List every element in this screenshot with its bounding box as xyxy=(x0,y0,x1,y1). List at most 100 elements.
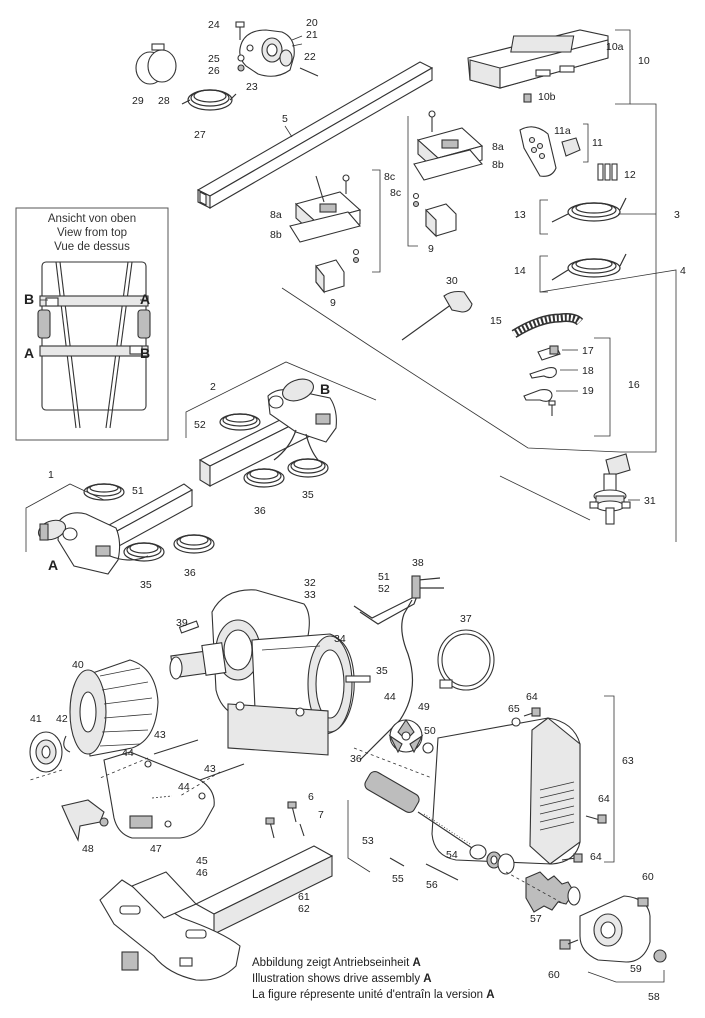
cable-coil-part-13 xyxy=(551,197,627,223)
label-25: 25 xyxy=(208,53,220,65)
label-10b: 10b xyxy=(538,91,556,103)
label-36-upper: 36 xyxy=(254,505,266,517)
part-number-labels: 24 20 21 25 26 22 23 29 28 27 5 10a 10 1… xyxy=(30,17,686,1003)
label-60-bottom: 60 xyxy=(548,969,560,981)
label-59: 59 xyxy=(630,963,642,975)
bellows-part-57 xyxy=(525,871,581,913)
label-23: 23 xyxy=(246,81,258,93)
label-17: 17 xyxy=(582,345,594,357)
label-57: 57 xyxy=(530,913,542,925)
label-30: 30 xyxy=(446,275,458,287)
label-20: 20 xyxy=(306,17,318,29)
label-3: 3 xyxy=(674,209,680,221)
mounting-bracket-left-parts-8-9 xyxy=(289,174,362,294)
label-39: 39 xyxy=(176,617,188,629)
wire-coil-part-27 xyxy=(181,89,237,111)
label-64-mid: 64 xyxy=(598,793,610,805)
bolts-part-6-7 xyxy=(265,801,305,839)
batteries-part-12 xyxy=(597,163,618,181)
label-58: 58 xyxy=(648,991,660,1003)
assembly-guide-lines xyxy=(29,747,565,905)
label-4: 4 xyxy=(680,265,686,277)
label-44-top: 44 xyxy=(384,691,396,703)
label-8c-left: 8c xyxy=(384,171,395,183)
roller-cap-part-41 xyxy=(29,731,63,773)
label-28: 28 xyxy=(158,95,170,107)
label-9-right: 9 xyxy=(428,243,434,255)
label-50: 50 xyxy=(424,725,436,737)
control-unit-part-10 xyxy=(467,29,609,103)
label-2: 2 xyxy=(210,381,216,393)
inset-letter-a-top-right: A xyxy=(140,291,150,307)
label-29: 29 xyxy=(132,95,144,107)
cable-coil-part-35-upper xyxy=(287,458,329,478)
label-44-bottom: 44 xyxy=(178,781,190,793)
inset-letter-b-top-left: B xyxy=(24,291,34,307)
label-21: 21 xyxy=(306,29,318,41)
label-52: 52 xyxy=(194,419,206,431)
motor-cylinder-part-34 xyxy=(227,633,371,756)
label-9-left: 9 xyxy=(330,297,336,309)
mounting-plate-part-45 xyxy=(103,751,215,839)
label-49: 49 xyxy=(418,701,430,713)
caption-line-de: Abbildung zeigt Antriebseinheit A xyxy=(252,957,421,969)
label-62: 62 xyxy=(298,903,310,915)
label-64-bottom: 64 xyxy=(590,851,602,863)
label-18: 18 xyxy=(582,365,594,377)
inset-title-en: View from top xyxy=(57,227,127,239)
inset-title-de: Ansicht von oben xyxy=(48,213,136,225)
label-37: 37 xyxy=(460,613,472,625)
label-26: 26 xyxy=(208,65,220,77)
label-6: 6 xyxy=(308,791,314,803)
inset-title-fr: Vue de dessus xyxy=(54,241,130,253)
remote-control-part-11 xyxy=(519,126,581,177)
label-48: 48 xyxy=(82,843,94,855)
caption-line-fr: La figure répresente unité d'entraîn la … xyxy=(252,989,495,1001)
label-35-bottom: 35 xyxy=(376,665,388,677)
label-16: 16 xyxy=(628,379,640,391)
wiring-harness-part-38 xyxy=(353,575,444,761)
label-43-bottom: 43 xyxy=(204,763,216,775)
label-35-lower: 35 xyxy=(140,579,152,591)
label-61: 61 xyxy=(298,891,310,903)
label-33: 33 xyxy=(304,589,316,601)
inset-top-view-drawing xyxy=(37,261,151,429)
label-drive-b: B xyxy=(320,381,330,397)
motor-cover-part-63 xyxy=(431,717,581,865)
foot-part-48 xyxy=(61,799,109,842)
end-cap-part-58 xyxy=(579,895,651,963)
crank-handle-part-30 xyxy=(401,290,473,341)
caption-line-en: Illustration shows drive assembly A xyxy=(252,973,432,985)
label-10a: 10a xyxy=(606,41,624,53)
label-12: 12 xyxy=(624,169,636,181)
label-8b-left: 8b xyxy=(270,229,282,241)
hose-clamp-part-37 xyxy=(437,629,495,691)
label-22: 22 xyxy=(304,51,316,63)
label-24: 24 xyxy=(208,19,220,31)
label-47: 47 xyxy=(150,843,162,855)
corrugated-tube-part-15 xyxy=(511,313,584,338)
inset-letter-b-bottom-right: B xyxy=(140,345,150,361)
label-19: 19 xyxy=(582,385,594,397)
label-14: 14 xyxy=(514,265,526,277)
roller-part-40 xyxy=(69,659,159,757)
mounting-bracket-right-parts-8-9 xyxy=(412,110,484,238)
cable-coil-part-14 xyxy=(551,253,627,281)
label-44-mid: 44 xyxy=(122,747,134,759)
cable-coil-part-36-upper xyxy=(243,468,285,488)
inset-view-from-top: Ansicht von oben View from top Vue de de… xyxy=(24,213,150,361)
spindle-assembly-part-53 xyxy=(364,770,487,860)
key-switch-part-31 xyxy=(589,453,631,525)
label-55: 55 xyxy=(392,873,404,885)
label-34: 34 xyxy=(334,633,346,645)
label-drive-a: A xyxy=(48,557,58,573)
cooling-vents xyxy=(539,781,575,831)
connectors-parts-16-19 xyxy=(523,345,561,416)
screws-part-64 xyxy=(523,707,607,863)
mounting-frame-part-61-62 xyxy=(99,845,334,981)
label-38: 38 xyxy=(412,557,424,569)
label-54: 54 xyxy=(446,849,458,861)
label-52-lower: 52 xyxy=(378,583,390,595)
label-64-top: 64 xyxy=(526,691,538,703)
label-1: 1 xyxy=(48,469,54,481)
